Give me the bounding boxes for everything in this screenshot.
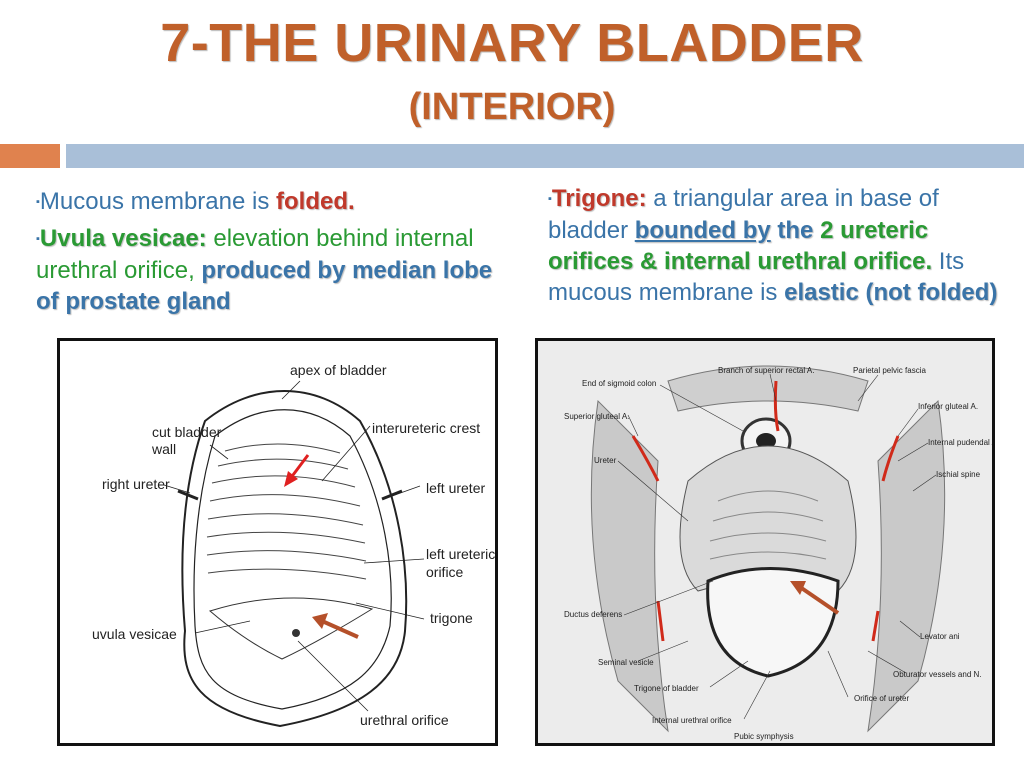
label-interureteric: interureteric crest [372, 420, 480, 436]
label-apex: apex of bladder [290, 362, 387, 378]
slide-subtitle: (INTERIOR) [408, 86, 616, 128]
leader-lines [163, 380, 425, 712]
bladder-outer-wall [181, 390, 408, 728]
urethral-orifice-mark [292, 629, 300, 637]
label-right-ureter: right ureter [102, 476, 170, 492]
right-text-block: ▪Trigone: a triangular area in base of b… [548, 183, 1008, 308]
bullet-mucous: ▪Mucous membrane is folded. [36, 186, 506, 218]
bullet-trigone: ▪Trigone: a triangular area in base of b… [548, 183, 1008, 308]
anatomy-leaders [617, 373, 937, 720]
accent-bar-orange [0, 144, 60, 168]
label-sup-gluteal: Superior gluteal A. [564, 412, 629, 421]
label-parietal: Parietal pelvic fascia [853, 366, 926, 375]
prostate-emphasis: produced by median lobe of prostate glan… [36, 257, 493, 316]
figure-bladder-diagram: apex of bladder cut bladder wall interur… [57, 338, 498, 746]
anatomy-folds [709, 490, 827, 560]
label-uvula: uvula vesicae [92, 626, 177, 642]
label-sigmoid: End of sigmoid colon [582, 379, 656, 388]
figure-bladder-anatomy: Branch of superior rectal A. Parietal pe… [535, 338, 999, 746]
orifices-emphasis: 2 ureteric orifices & internal urethral … [548, 217, 933, 276]
red-arrow-icon [284, 454, 310, 487]
bullet-uvula: ▪Uvula vesicae: elevation behind interna… [36, 223, 506, 317]
bladder-inner-wall [193, 409, 392, 710]
label-orifice: orifice [426, 564, 464, 580]
bullet-marker: ▪ [36, 196, 40, 209]
left-pelvic-wall [590, 399, 669, 733]
bounded-by: bounded by [634, 217, 771, 245]
label-pubic: Pubic symphysis [734, 732, 794, 741]
label-left-ureter: left ureter [426, 480, 485, 496]
bladder-diagram-svg: apex of bladder cut bladder wall interur… [92, 362, 495, 728]
label-levator: Levator ani [920, 632, 960, 641]
label-left-ureteric: left ureteric [426, 546, 495, 562]
label-trigone: trigone [430, 610, 473, 626]
label-inf-gluteal: Inferior gluteal A. [918, 402, 978, 411]
label-ischial: Ischial spine [936, 470, 981, 479]
bladder-anatomy-svg: Branch of superior rectal A. Parietal pe… [538, 341, 999, 743]
the-word: the [770, 217, 814, 245]
label-trigone-bladder: Trigone of bladder [634, 684, 699, 693]
elastic-emphasis: elastic (not folded) [784, 279, 998, 307]
label-int-pudendal: Internal pudendal A. [928, 438, 992, 447]
arteries [631, 380, 900, 642]
label-sup-rectal: Branch of superior rectal A. [718, 366, 815, 375]
trigone-term: Trigone: [551, 185, 647, 212]
right-ureter [177, 489, 199, 501]
mucous-desc: Its mucous membrane is [548, 248, 965, 307]
mucosal-folds [206, 443, 367, 580]
slide-title: 7-THE URINARY BLADDER [160, 13, 864, 73]
label-wall: wall [151, 441, 176, 457]
uvula-desc: elevation behind internal urethral orifi… [36, 225, 474, 285]
bullet-marker: ▪ [36, 233, 40, 246]
label-cut-bladder: cut bladder [152, 424, 222, 440]
folded-emphasis: folded. [276, 188, 355, 215]
label-ureter: Ureter [594, 456, 617, 465]
bullet-marker: ▪ [548, 193, 552, 206]
left-ureter [381, 489, 403, 501]
label-obturator: Obturator vessels and N. [893, 670, 981, 679]
mucous-text: Mucous membrane is [39, 188, 276, 215]
brown-arrow-icon [790, 581, 840, 615]
trigone-area [706, 567, 840, 678]
uvula-term: Uvula vesicae: [39, 225, 207, 253]
accent-bar-blue [66, 144, 1024, 168]
trigone-outline [208, 597, 374, 660]
label-orifice-ureter: Orifice of ureter [854, 694, 909, 703]
anatomy-labels: Branch of superior rectal A. Parietal pe… [564, 366, 999, 741]
brown-arrow-icon [312, 613, 359, 639]
trigone-desc: a triangular area in base of bladder [548, 185, 939, 245]
sacrum [667, 365, 869, 412]
right-pelvic-wall [867, 399, 946, 733]
label-ductus: Ductus deferens [564, 610, 622, 619]
label-seminal: Seminal vesicle [598, 658, 654, 667]
label-urethral: urethral orifice [360, 712, 449, 728]
label-int-urethral: Internal urethral orifice [652, 716, 732, 725]
left-text-block: ▪Mucous membrane is folded. ▪Uvula vesic… [36, 186, 506, 317]
